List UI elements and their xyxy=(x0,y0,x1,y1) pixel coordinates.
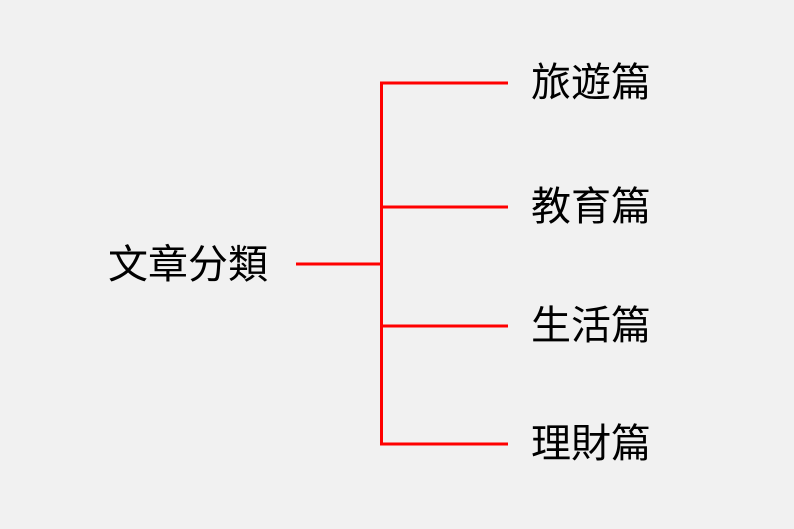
root-node-label: 文章分類 xyxy=(108,243,268,287)
child-node-label-life: 生活篇 xyxy=(531,304,651,348)
child-node-label-education: 教育篇 xyxy=(531,185,651,229)
child-node-label-finance: 理財篇 xyxy=(531,422,651,466)
child-node-label-travel: 旅遊篇 xyxy=(531,61,651,105)
